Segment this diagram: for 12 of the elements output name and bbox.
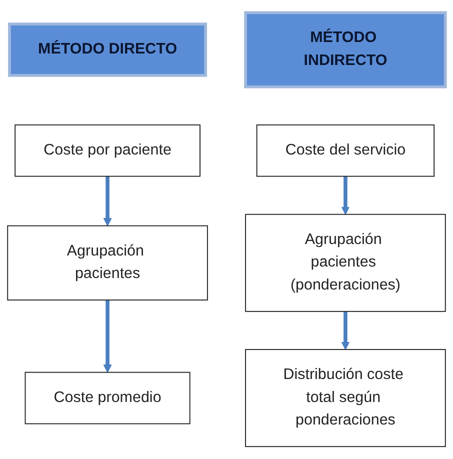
node-box: Agrupación pacientes [7, 225, 208, 300]
node-box: MÉTODO INDIRECTO [244, 11, 447, 88]
arrow [103, 300, 112, 373]
node-box: Coste del servicio [256, 124, 435, 177]
node-box: MÉTODO DIRECTO [8, 22, 208, 77]
node-box: Coste por paciente [14, 124, 200, 177]
arrow [341, 176, 350, 215]
arrow [341, 311, 350, 350]
arrow [103, 176, 112, 226]
node-box: Coste promedio [24, 372, 190, 424]
node-box: Distribución coste total según ponderaciones [245, 348, 446, 447]
node-box: Agrupación pacientes (ponderaciones) [245, 214, 446, 312]
